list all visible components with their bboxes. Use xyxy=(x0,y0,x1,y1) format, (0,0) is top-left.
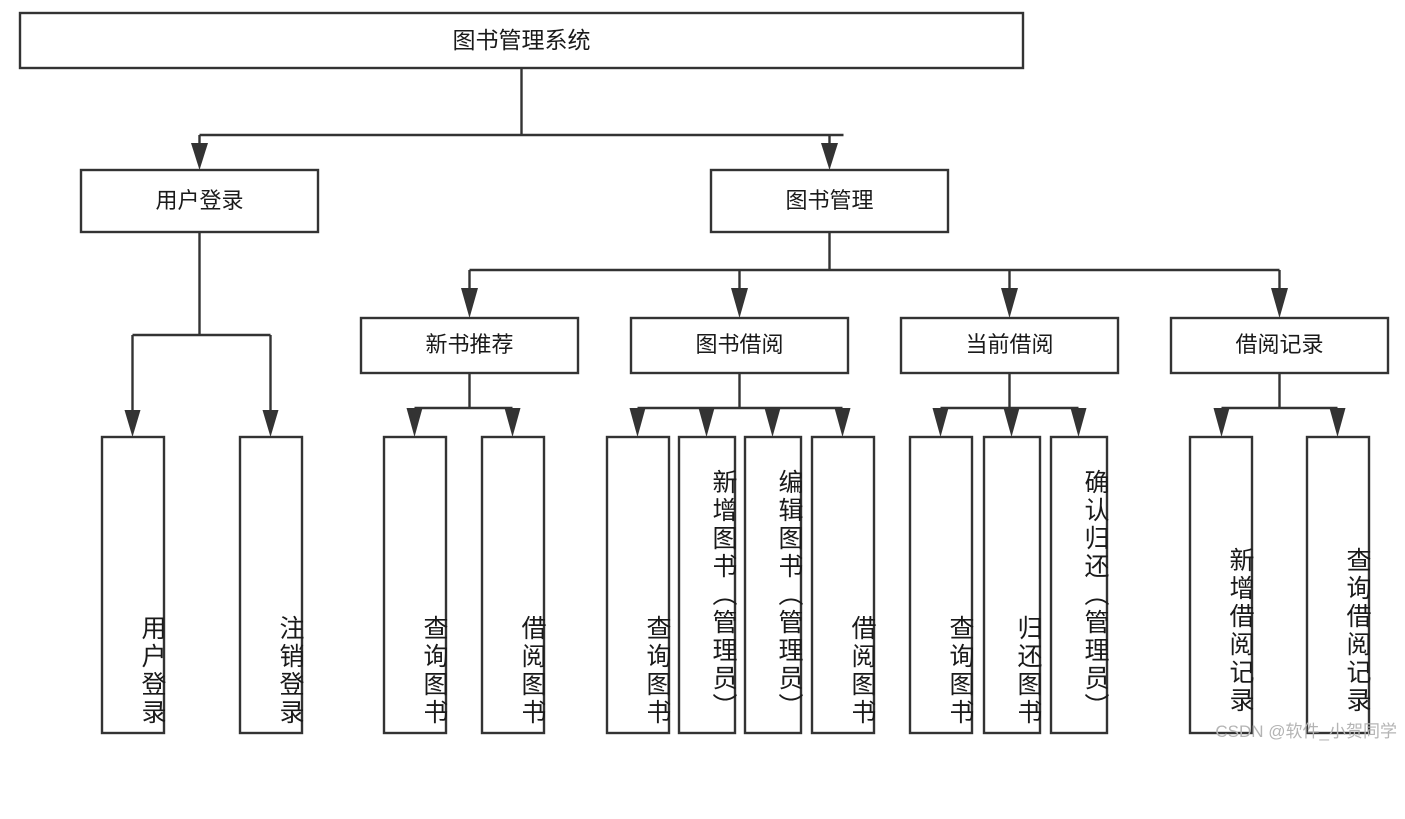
leaf-box-query-record[interactable] xyxy=(1305,435,1371,735)
leaf-box-borrow-book-2[interactable] xyxy=(810,435,876,735)
leaf-box-add-record[interactable] xyxy=(1188,435,1254,735)
connector-group-current-borrow xyxy=(932,373,1087,437)
node-root-box xyxy=(18,11,1025,70)
connector-group-root xyxy=(191,68,844,170)
connector-group-book-borrow xyxy=(629,373,851,437)
flowchart-canvas: 图书管理系统 用户登录 图书管理 新书推荐 图书借阅 当前借阅 借阅记录 xyxy=(18,11,1397,741)
leaf-box-borrow-book-1[interactable] xyxy=(480,435,546,735)
arrow-br-to-leaf-2 xyxy=(1329,408,1346,437)
node-book-borrow-box xyxy=(629,316,850,375)
arrow-cb-to-leaf-3 xyxy=(1070,408,1087,437)
hierarchy-diagram-svg: 图书管理系统 用户登录 图书管理 新书推荐 图书借阅 当前借阅 借阅记录 xyxy=(18,11,1390,735)
arrow-bm-to-borrow-record xyxy=(1271,288,1288,318)
leaf-box-add-book[interactable] xyxy=(677,435,737,735)
arrow-nb-to-leaf-1 xyxy=(406,408,423,437)
node-user-login[interactable]: 用户登录 xyxy=(79,168,320,234)
node-current-borrow-box xyxy=(899,316,1120,375)
node-root-label: 图书管理系统 xyxy=(453,27,591,53)
arrow-nb-to-leaf-2 xyxy=(504,408,521,437)
arrow-bm-to-book-borrow xyxy=(731,288,748,318)
node-book-management-label: 图书管理 xyxy=(785,188,873,213)
arrow-bm-to-new-book xyxy=(461,288,478,318)
arrow-bb-to-leaf-3 xyxy=(764,408,781,437)
leaf-box-logout[interactable] xyxy=(238,435,304,735)
node-new-book-recommend-label: 新书推荐 xyxy=(425,332,513,357)
node-book-borrow-label: 图书借阅 xyxy=(695,332,783,357)
leaf-box-query-book-1[interactable] xyxy=(382,435,448,735)
arrow-cb-to-leaf-2 xyxy=(1003,408,1020,437)
leaf-box-edit-book[interactable] xyxy=(743,435,803,735)
csdn-watermark: CSDN @软件_小贺同学 xyxy=(1215,722,1397,741)
connector-group-book-management xyxy=(461,232,1288,318)
arrow-ul-to-leaf-2 xyxy=(262,410,279,437)
arrow-bb-to-leaf-4 xyxy=(834,408,851,437)
arrow-root-to-book-management xyxy=(821,143,838,170)
node-book-management-box xyxy=(709,168,950,234)
node-new-book-recommend-box xyxy=(359,316,580,375)
connector-group-user-login xyxy=(124,232,279,437)
connector-group-borrow-record xyxy=(1213,373,1346,437)
leaf-box-query-book-2[interactable] xyxy=(605,435,671,735)
node-book-borrow[interactable]: 图书借阅 xyxy=(629,316,850,375)
leaf-box-user-login[interactable] xyxy=(100,435,166,735)
leaf-boxes-group xyxy=(100,435,1371,735)
node-new-book-recommend[interactable]: 新书推荐 xyxy=(359,316,580,375)
node-borrow-record-box xyxy=(1169,316,1390,375)
arrow-cb-to-leaf-1 xyxy=(932,408,949,437)
leaf-box-confirm-return[interactable] xyxy=(1049,435,1109,735)
node-current-borrow[interactable]: 当前借阅 xyxy=(899,316,1120,375)
leaf-box-return-book[interactable] xyxy=(982,435,1042,735)
arrow-bb-to-leaf-1 xyxy=(629,408,646,437)
arrow-br-to-leaf-1 xyxy=(1213,408,1230,437)
node-current-borrow-label: 当前借阅 xyxy=(965,332,1053,357)
connector-group-new-book-recommend xyxy=(406,373,521,437)
arrow-bb-to-leaf-2 xyxy=(698,408,715,437)
node-book-management[interactable]: 图书管理 xyxy=(709,168,950,234)
node-borrow-record[interactable]: 借阅记录 xyxy=(1169,316,1390,375)
node-borrow-record-label: 借阅记录 xyxy=(1235,332,1323,357)
node-user-login-box xyxy=(79,168,320,234)
node-root-system[interactable]: 图书管理系统 xyxy=(18,11,1025,70)
node-user-login-label: 用户登录 xyxy=(155,188,243,213)
arrow-bm-to-current-borrow xyxy=(1001,288,1018,318)
leaf-box-query-book-3[interactable] xyxy=(908,435,974,735)
arrow-root-to-user-login xyxy=(191,143,208,170)
arrow-ul-to-leaf-1 xyxy=(124,410,141,437)
